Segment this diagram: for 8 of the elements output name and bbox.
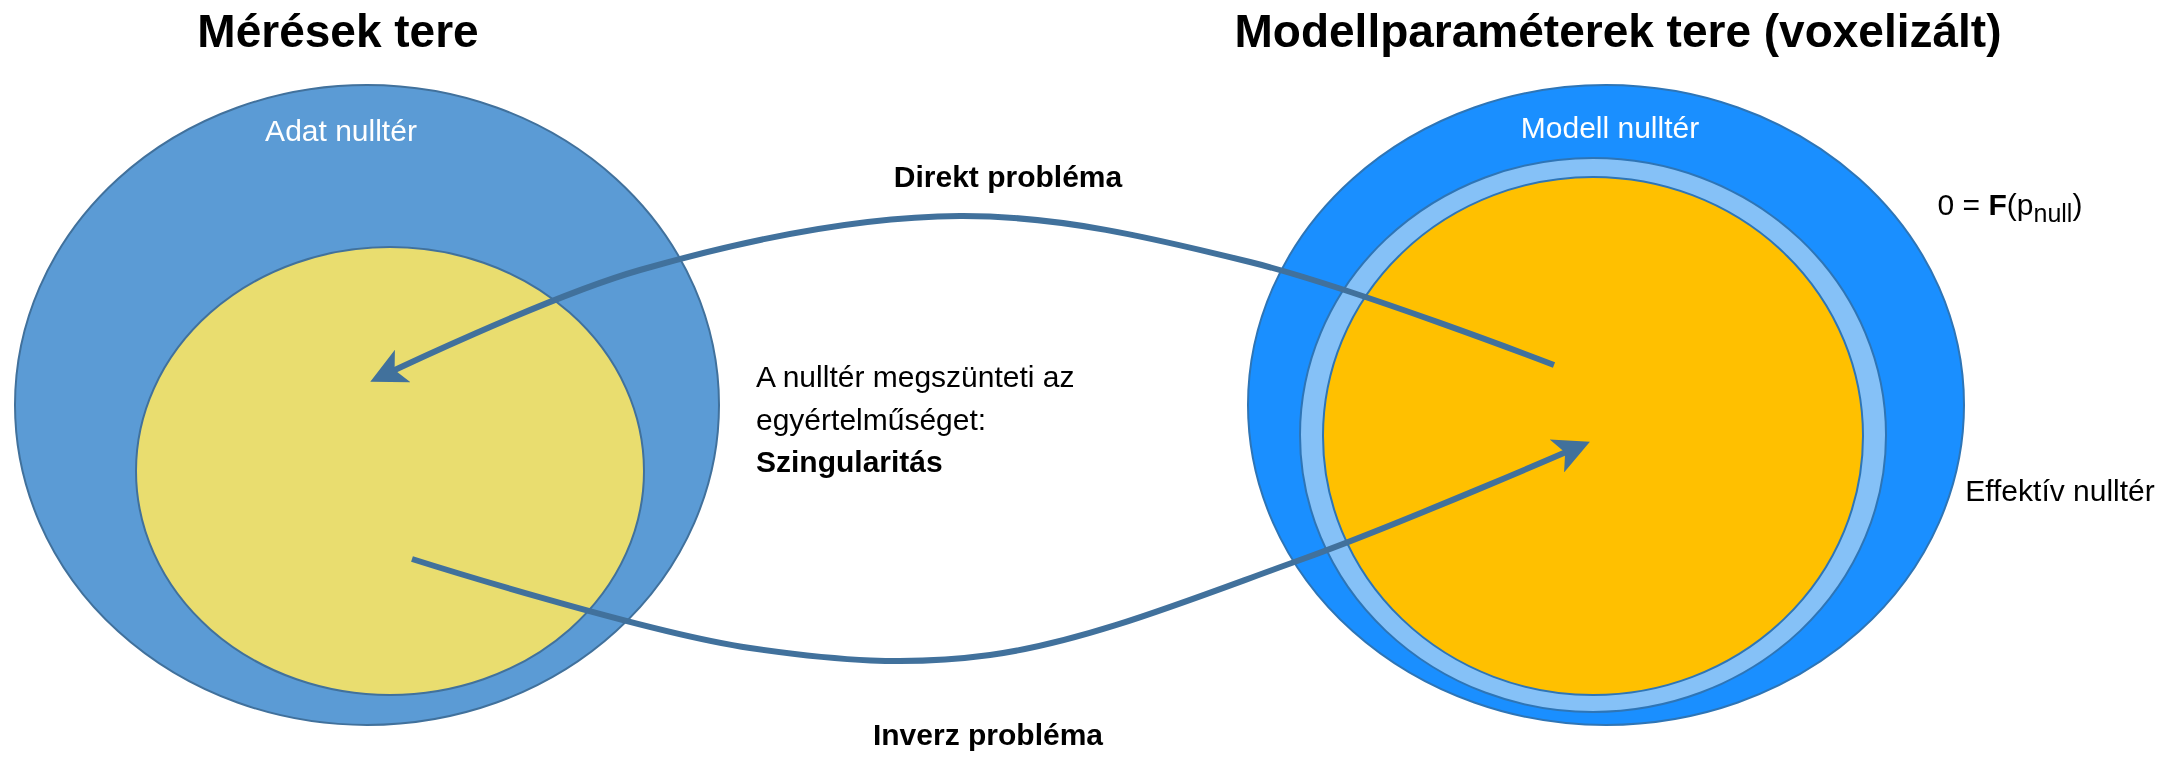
region-label: Modell nulltér	[1520, 111, 1700, 145]
region-heading: Mérések tere	[197, 4, 479, 58]
region-note: Effektív nulltér	[1965, 474, 2155, 508]
region-heading: Modellparaméterek tere (voxelizált)	[1234, 4, 2002, 58]
curved-arrow	[370, 213, 1556, 383]
region-note: 0 = F(p$_{null}$)	[1937, 188, 2083, 228]
note-text: A nulltér megszünteti az egyértelműséget: Szingularitás	[756, 359, 1076, 481]
region-label: Adat nulltér	[265, 114, 417, 148]
